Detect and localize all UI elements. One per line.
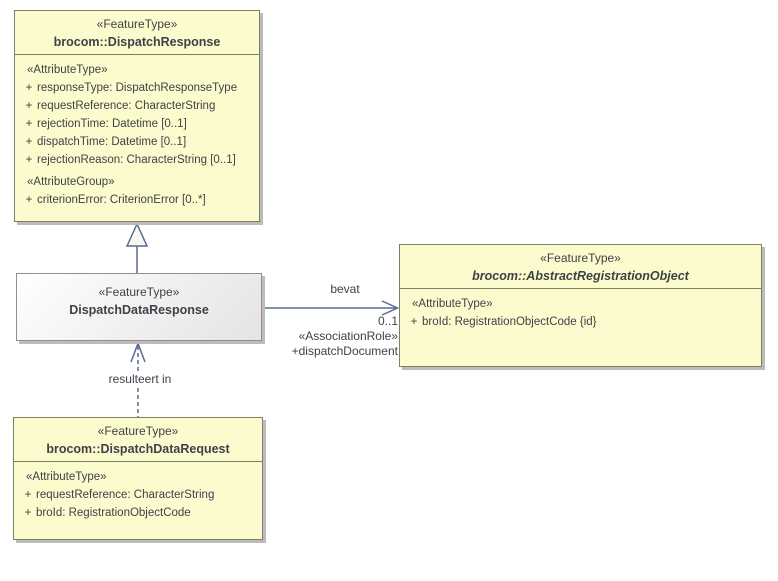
attribute-text: requestReference: CharacterString (37, 100, 216, 112)
attribute-text: requestReference: CharacterString (36, 489, 215, 501)
multiplicity-label: 0..1 (377, 314, 398, 328)
visibility: + (25, 136, 33, 148)
attribute-row: + criterionError: CriterionError [0..*] (15, 191, 257, 209)
association-connector[interactable] (262, 300, 400, 316)
class-abstract-registration-object[interactable]: «FeatureType» brocom::AbstractRegistrati… (399, 244, 762, 367)
visibility: + (25, 154, 33, 166)
class-body: «AttributeType» + requestReference: Char… (14, 462, 262, 522)
class-name: brocom::DispatchDataRequest (46, 442, 230, 456)
role-stereotype-label: «AssociationRole» (298, 329, 398, 343)
stereotype-label: «FeatureType» (540, 251, 621, 265)
attribute-text: rejectionTime: Datetime [0..1] (37, 118, 187, 130)
attribute-row: + broId: RegistrationObjectCode (14, 504, 260, 522)
visibility: + (410, 316, 418, 328)
attribute-text: rejectionReason: CharacterString [0..1] (37, 154, 236, 166)
attribute-row: + rejectionReason: CharacterString [0..1… (15, 151, 257, 169)
class-body: «AttributeType» + broId: RegistrationObj… (400, 289, 761, 331)
class-header: «FeatureType» DispatchDataResponse (17, 274, 261, 322)
class-header: «FeatureType» brocom::DispatchDataReques… (14, 418, 262, 462)
class-name: brocom::DispatchResponse (53, 35, 221, 49)
attribute-row: + dispatchTime: Datetime [0..1] (15, 133, 257, 151)
attribute-row: + responseType: DispatchResponseType (15, 79, 257, 97)
attribute-text: broId: RegistrationObjectCode {id} (422, 316, 597, 328)
stereotype-label: «FeatureType» (96, 17, 178, 31)
section-heading: «AttributeType» (26, 471, 107, 483)
stereotype-label: «FeatureType» (97, 424, 179, 438)
class-dispatch-data-request[interactable]: «FeatureType» brocom::DispatchDataReques… (13, 417, 263, 540)
attribute-text: criterionError: CriterionError [0..*] (37, 194, 206, 206)
class-body: «AttributeType» + responseType: Dispatch… (15, 55, 259, 209)
visibility: + (25, 100, 33, 112)
visibility: + (25, 82, 33, 94)
attribute-text: responseType: DispatchResponseType (37, 82, 238, 94)
class-header: «FeatureType» brocom::DispatchResponse (15, 11, 259, 55)
association-target-labels[interactable]: 0..1 «AssociationRole» +dispatchDocument (250, 314, 398, 359)
role-name-label: +dispatchDocument (291, 344, 398, 358)
attribute-text: broId: RegistrationObjectCode (36, 507, 191, 519)
class-name: brocom::AbstractRegistrationObject (472, 269, 689, 283)
generalization-connector[interactable] (125, 222, 149, 273)
visibility: + (24, 489, 32, 501)
attribute-row: + broId: RegistrationObjectCode {id} (400, 313, 759, 331)
visibility: + (25, 194, 33, 206)
class-name: DispatchDataResponse (69, 303, 209, 317)
visibility: + (24, 507, 32, 519)
section-heading: «AttributeGroup» (27, 176, 115, 188)
class-dispatch-response[interactable]: «FeatureType» brocom::DispatchResponse «… (14, 10, 260, 222)
attribute-row: + requestReference: CharacterString (15, 97, 257, 115)
class-header: «FeatureType» brocom::AbstractRegistrati… (400, 245, 761, 289)
section-heading: «AttributeType» (27, 64, 108, 76)
association-name-label[interactable]: bevat (330, 282, 360, 296)
stereotype-label: «FeatureType» (98, 285, 180, 299)
dependency-label[interactable]: resulteert in (88, 372, 192, 387)
attribute-row: + rejectionTime: Datetime [0..1] (15, 115, 257, 133)
section-heading: «AttributeType» (412, 298, 493, 310)
attribute-row: + requestReference: CharacterString (14, 486, 260, 504)
class-dispatch-data-response[interactable]: «FeatureType» DispatchDataResponse (16, 273, 262, 341)
attribute-text: dispatchTime: Datetime [0..1] (37, 136, 187, 148)
visibility: + (25, 118, 33, 130)
